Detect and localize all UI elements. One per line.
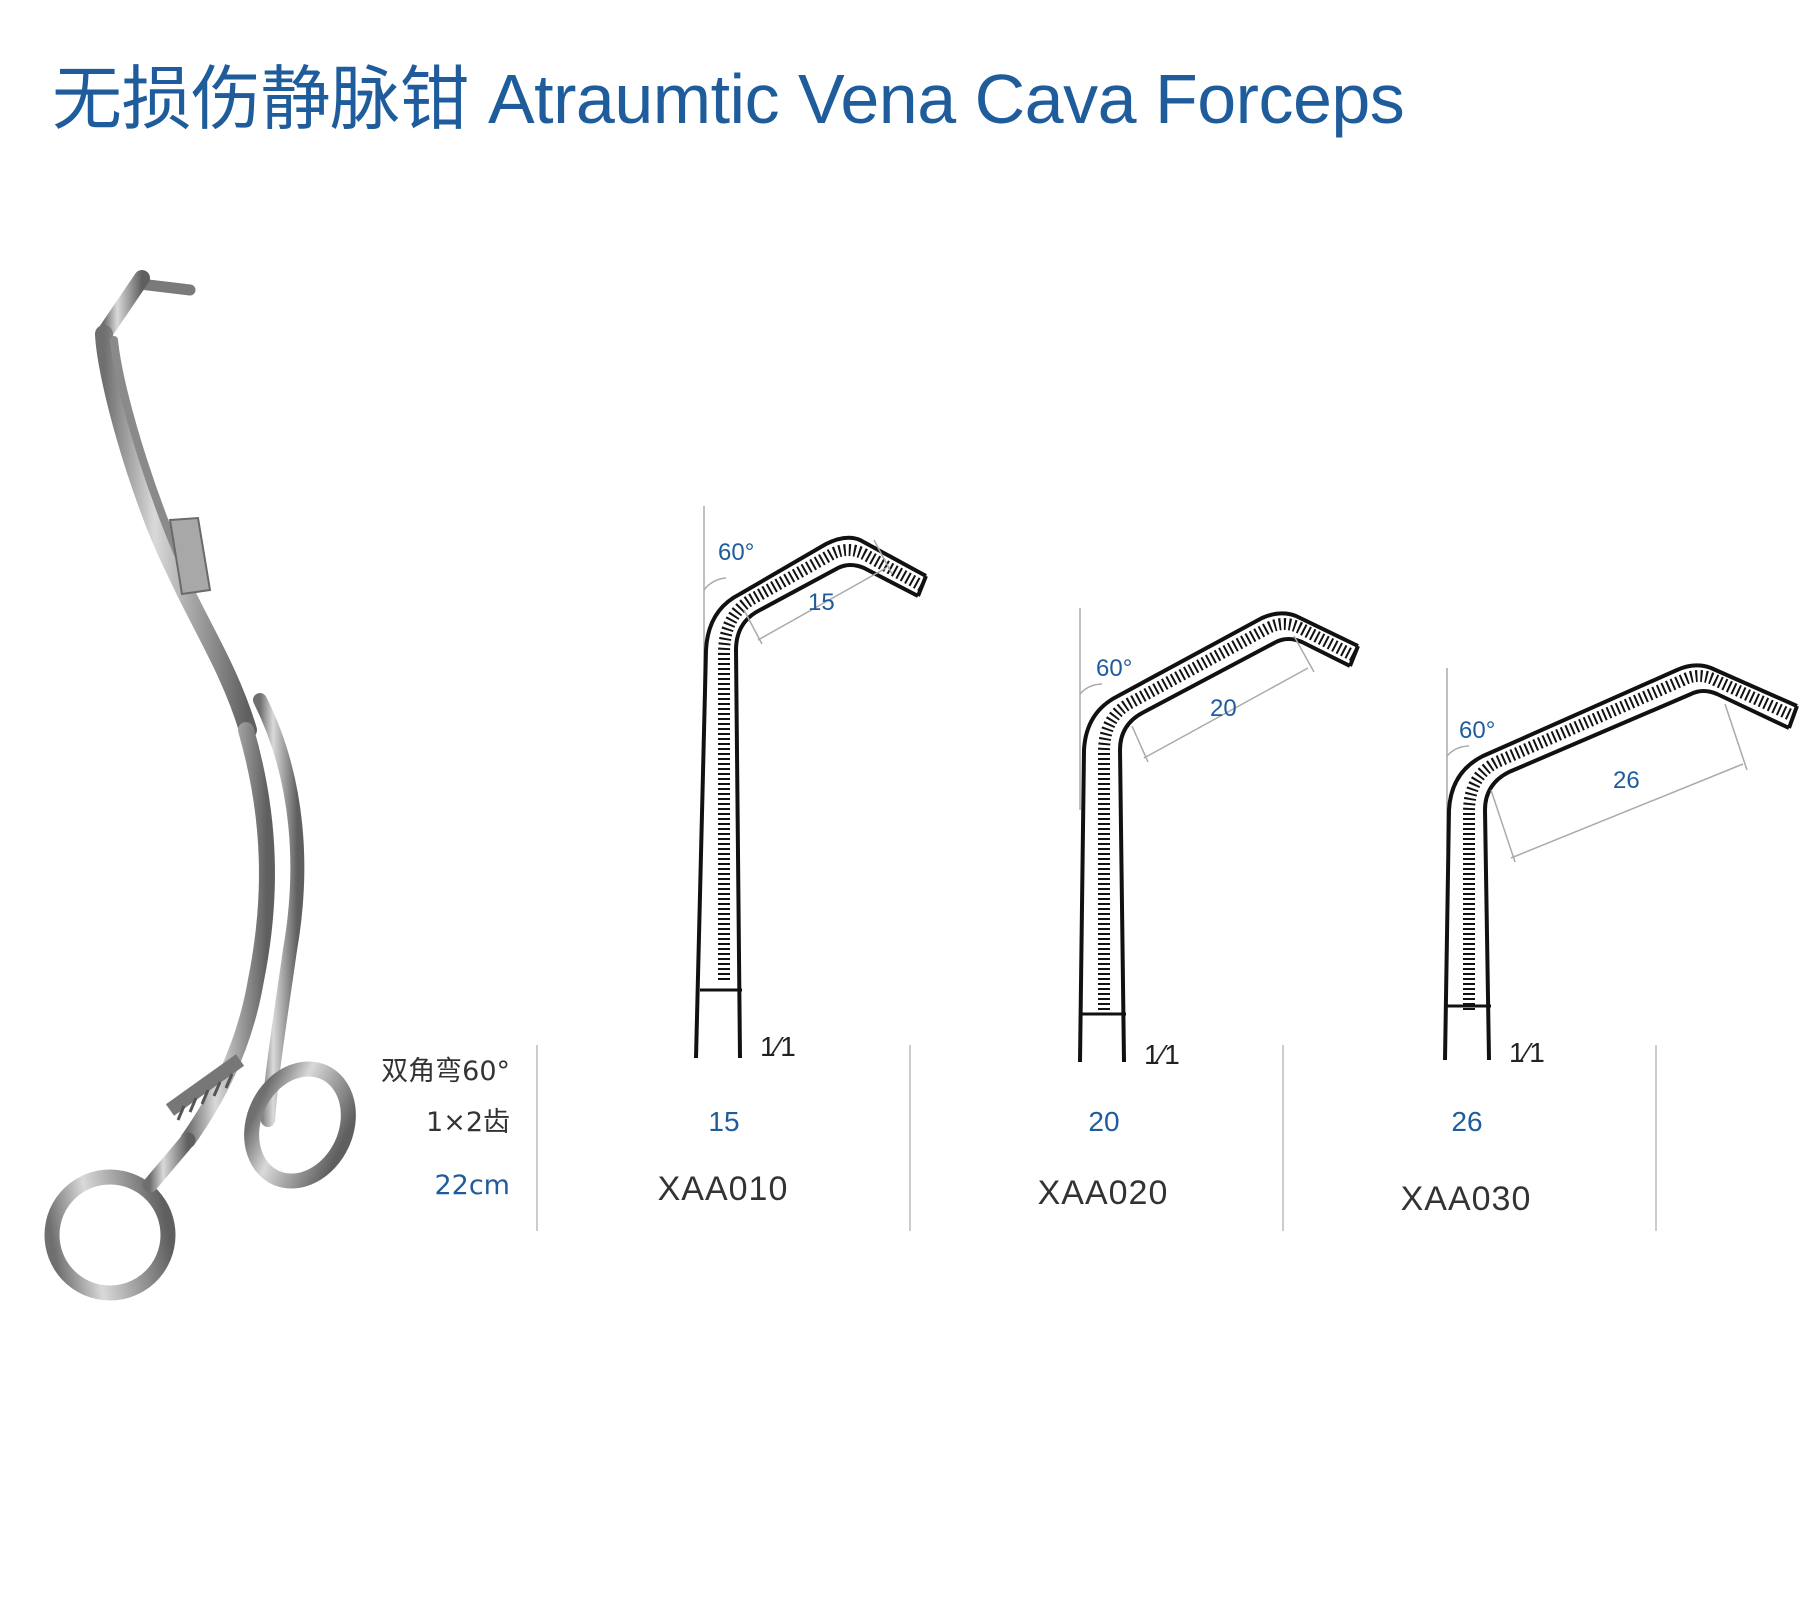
spec-angle: 双角弯60°: [381, 1056, 510, 1087]
jaw-dimension: 26: [1613, 767, 1640, 794]
angle-label: 60°: [1096, 655, 1132, 682]
product-code: XAA020: [1037, 1174, 1169, 1212]
column-divider: [536, 1045, 538, 1231]
size-value: 20: [1088, 1106, 1120, 1137]
spec-teeth: 1×2齿: [426, 1107, 510, 1138]
product-code: XAA030: [1400, 1180, 1532, 1218]
column-divider: [909, 1045, 911, 1231]
ratio-label: 1⁄1: [760, 1031, 796, 1062]
jaw-dimension: 20: [1210, 695, 1237, 722]
spec-length: 22cm: [434, 1170, 510, 1201]
column-divider: [1655, 1045, 1657, 1231]
ratio-label: 1⁄1: [1144, 1039, 1180, 1070]
page-title: 无损伤静脉钳 Atraumtic Vena Cava Forceps: [52, 60, 1405, 138]
size-value: 15: [708, 1106, 740, 1137]
jaw-diagram-xaa030: 60° 26 1⁄1: [1443, 663, 1799, 1068]
jaw-diagram-xaa020: 60° 20 1⁄1: [1078, 608, 1360, 1070]
jaw-dimension: 15: [808, 589, 835, 616]
jaw-diagram-xaa010: 60° 15 1⁄1: [694, 506, 928, 1062]
column-divider: [1282, 1045, 1284, 1231]
size-value: 26: [1451, 1106, 1483, 1137]
angle-label: 60°: [1459, 717, 1495, 744]
forceps-photo: [44, 270, 356, 1301]
angle-label: 60°: [718, 539, 754, 566]
product-code: XAA010: [657, 1170, 789, 1208]
ratio-label: 1⁄1: [1509, 1037, 1545, 1068]
